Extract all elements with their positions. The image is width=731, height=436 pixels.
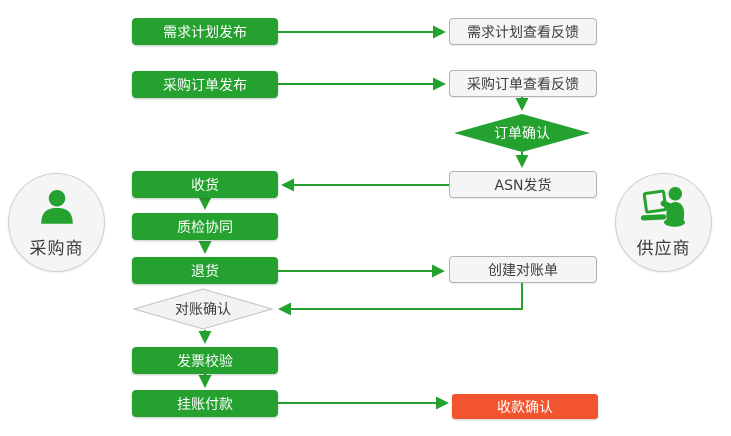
diamond-label: 订单确认 [494, 126, 550, 142]
node-asn-shipping: ASN发货 [449, 171, 597, 198]
node-returns: 退货 [132, 257, 278, 284]
node-invoice-check: 发票校验 [132, 347, 278, 374]
diamond-label: 对账确认 [175, 302, 231, 318]
actor-supplier: 供应商 [615, 173, 712, 272]
edge-statement-to-reconcile [278, 283, 523, 316]
node-create-statement: 创建对账单 [449, 256, 597, 283]
node-account-payment: 挂账付款 [132, 390, 278, 417]
node-order-confirm-diamond: 订单确认 [454, 114, 590, 152]
node-purchase-order-publish: 采购订单发布 [132, 71, 278, 98]
node-demand-plan-publish: 需求计划发布 [132, 18, 278, 45]
node-quality-collab: 质检协同 [132, 213, 278, 240]
person-icon [33, 184, 81, 232]
actor-label: 采购商 [29, 239, 84, 259]
person-laptop-icon [638, 184, 690, 232]
node-purchase-order-feedback: 采购订单查看反馈 [449, 70, 597, 97]
node-receipt-confirm: 收款确认 [452, 394, 598, 419]
node-demand-plan-feedback: 需求计划查看反馈 [449, 18, 597, 45]
diamond-shape [454, 114, 590, 152]
actor-label: 供应商 [636, 239, 691, 259]
node-reconcile-confirm-diamond: 对账确认 [132, 288, 274, 330]
actor-buyer: 采购商 [8, 173, 105, 272]
node-receiving: 收货 [132, 171, 278, 198]
diamond-shape [132, 288, 274, 330]
